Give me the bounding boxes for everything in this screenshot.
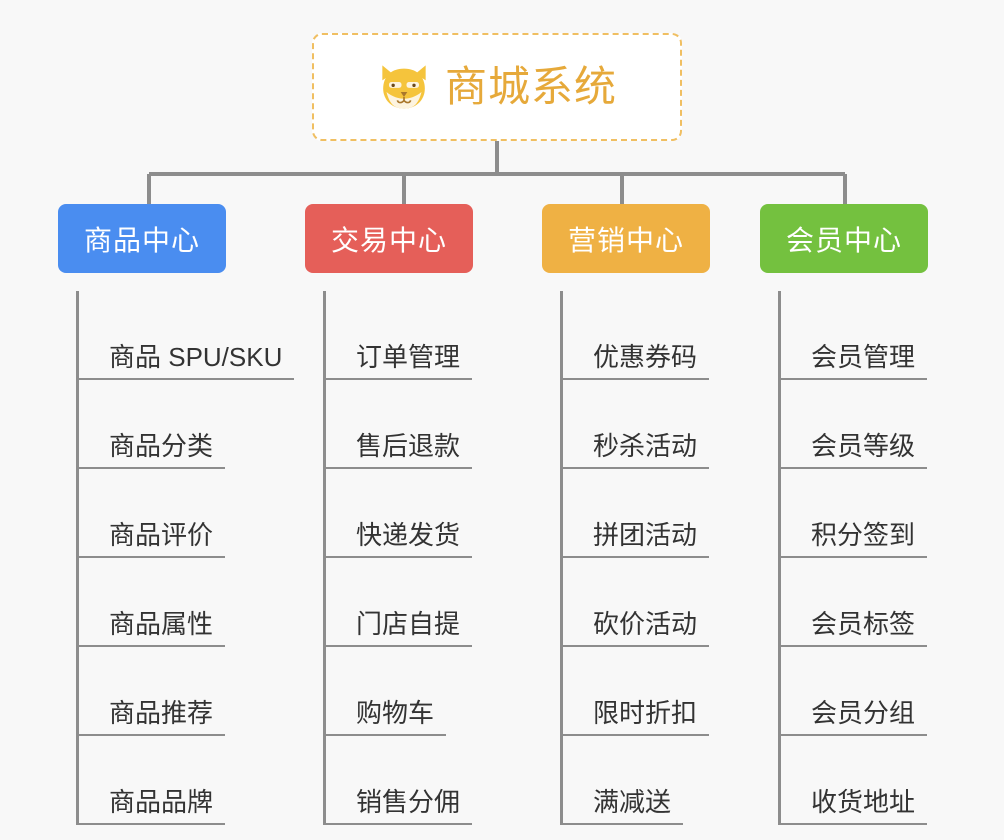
leaf-item[interactable]: 门店自提 [326,558,473,647]
branch-items-trade: 订单管理 售后退款 快递发货 门店自提 购物车 销售分佣 [323,291,473,825]
category-header-member[interactable]: 会员中心 [760,204,929,273]
branch-items-product: 商品 SPU/SKU 商品分类 商品评价 商品属性 商品推荐 商品品牌 [76,291,295,825]
branch-items-marketing: 优惠券码 秒杀活动 拼团活动 砍价活动 限时折扣 满减送 [560,291,710,825]
leaf-item[interactable]: 限时折扣 [563,647,710,736]
branch-column-product: 商品中心 商品 SPU/SKU 商品分类 商品评价 商品属性 商品推荐 商品品牌 [0,204,295,825]
leaf-item[interactable]: 砍价活动 [563,558,710,647]
category-header-trade[interactable]: 交易中心 [305,204,474,273]
category-header-label: 商品中心 [84,224,201,256]
leaf-item[interactable]: 商品分类 [79,380,226,469]
branch-column-marketing: 营销中心 优惠券码 秒杀活动 拼团活动 砍价活动 限时折扣 满减送 [502,204,753,825]
leaf-item[interactable]: 售后退款 [326,380,473,469]
leaf-item[interactable]: 商品 SPU/SKU [79,291,295,380]
shiba-dog-emoji [382,65,426,109]
leaf-item[interactable]: 满减送 [563,736,684,825]
leaf-item[interactable]: 商品推荐 [79,647,226,736]
root-node[interactable]: 商城系统 [312,33,682,141]
leaf-item[interactable]: 会员标签 [781,558,928,647]
leaf-item[interactable]: 购物车 [326,647,447,736]
leaf-item[interactable]: 秒杀活动 [563,380,710,469]
category-header-marketing[interactable]: 营销中心 [542,204,711,273]
leaf-item[interactable]: 会员等级 [781,380,928,469]
leaf-item[interactable]: 商品评价 [79,469,226,558]
leaf-item[interactable]: 积分签到 [781,469,928,558]
root-title: 商城系统 [444,63,617,110]
branch-columns: 商品中心 商品 SPU/SKU 商品分类 商品评价 商品属性 商品推荐 商品品牌… [0,204,1004,825]
branch-column-member: 会员中心 会员管理 会员等级 积分签到 会员标签 会员分组 收货地址 [753,204,1004,825]
leaf-item[interactable]: 商品属性 [79,558,226,647]
leaf-item[interactable]: 优惠券码 [563,291,710,380]
leaf-item[interactable]: 订单管理 [326,291,473,380]
category-header-label: 会员中心 [786,224,903,256]
branch-items-member: 会员管理 会员等级 积分签到 会员标签 会员分组 收货地址 [778,291,928,825]
leaf-item[interactable]: 销售分佣 [326,736,473,825]
category-header-label: 营销中心 [568,224,685,256]
leaf-item[interactable]: 快递发货 [326,469,473,558]
leaf-item[interactable]: 会员管理 [781,291,928,380]
leaf-item[interactable]: 会员分组 [781,647,928,736]
leaf-item[interactable]: 商品品牌 [79,736,226,825]
category-header-product[interactable]: 商品中心 [58,204,227,273]
leaf-item[interactable]: 拼团活动 [563,469,710,558]
leaf-item[interactable]: 收货地址 [781,736,928,825]
branch-column-trade: 交易中心 订单管理 售后退款 快递发货 门店自提 购物车 销售分佣 [251,204,502,825]
category-header-label: 交易中心 [331,224,448,256]
